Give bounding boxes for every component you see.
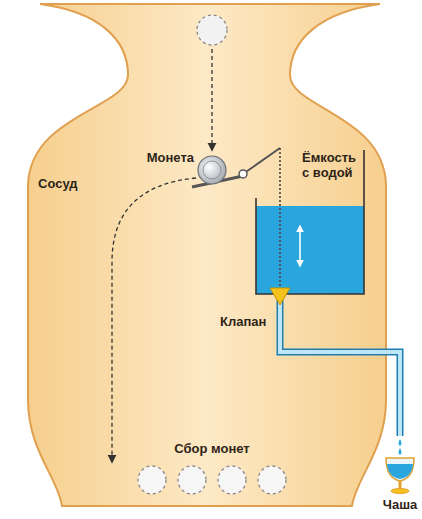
part-label: Монета <box>147 150 194 165</box>
collected-coin <box>258 466 286 494</box>
water-drop <box>399 448 402 455</box>
lever-pivot <box>239 170 247 178</box>
chain <box>279 148 281 288</box>
water <box>256 206 364 294</box>
lever-arm <box>243 148 280 174</box>
part-label: Сосуд <box>38 176 78 191</box>
coin-path <box>211 49 212 150</box>
pipe-water <box>280 300 400 436</box>
part-label: Чаша <box>383 497 417 512</box>
part-label: Сбор монет <box>174 441 249 456</box>
float-motion <box>299 226 301 266</box>
collected-coin <box>178 466 206 494</box>
cup-base <box>391 489 409 494</box>
collected-coin <box>218 466 246 494</box>
coin-entry <box>197 15 227 45</box>
part-label: Клапан <box>220 314 266 329</box>
cup-bowl <box>386 458 414 481</box>
cup-water <box>387 464 413 479</box>
tank-outline <box>256 150 364 294</box>
water-drop <box>399 439 402 446</box>
pipe <box>280 300 400 436</box>
vessel-outline <box>28 4 386 506</box>
coin-relief <box>203 161 221 179</box>
valve <box>270 288 290 305</box>
collected-coin <box>138 466 166 494</box>
part-label: Ёмкость с водой <box>302 150 364 180</box>
coin-path <box>112 178 196 462</box>
coin <box>198 156 226 184</box>
